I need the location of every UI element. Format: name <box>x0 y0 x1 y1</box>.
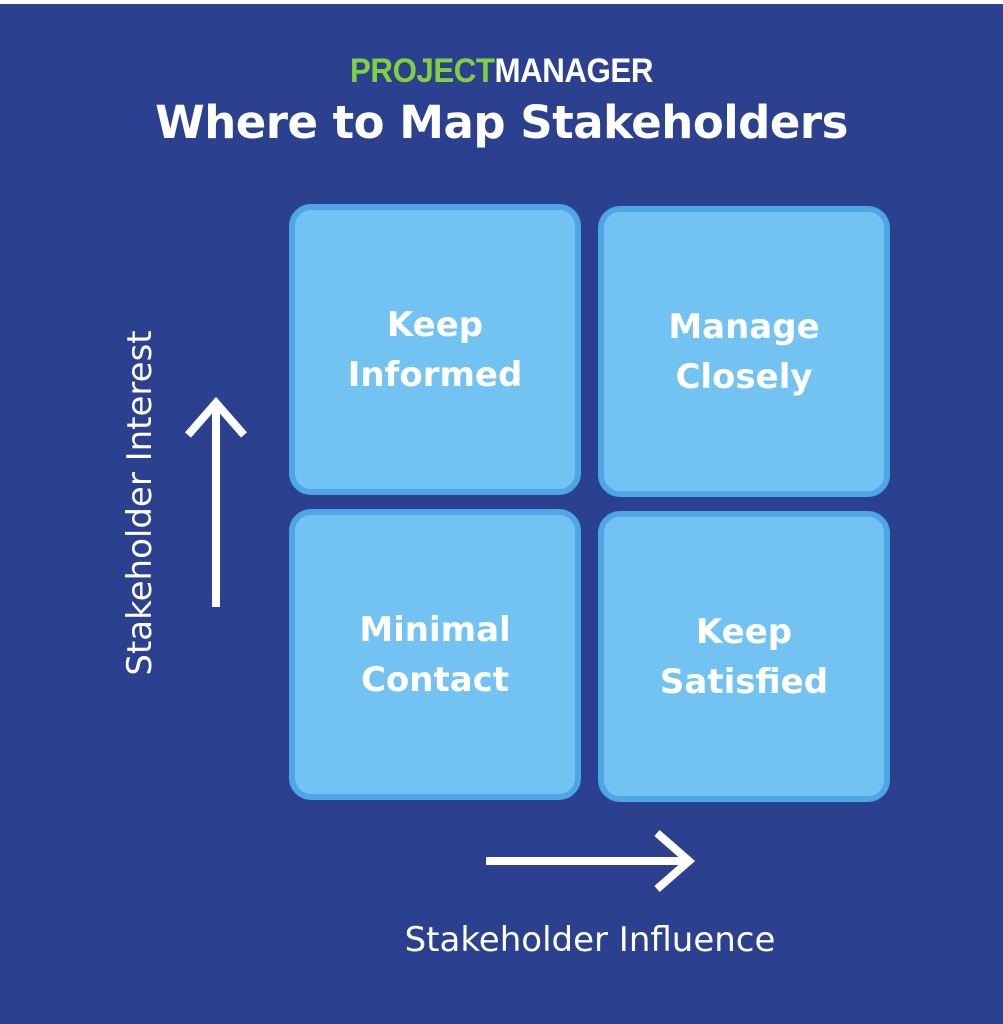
arrow-up-icon <box>184 396 248 607</box>
y-axis-label: Stakeholder Interest <box>120 330 160 676</box>
quadrant-label: Closely <box>675 356 813 397</box>
quadrant-label: Minimal <box>359 609 511 650</box>
page-title: Where to Map Stakeholders <box>155 96 848 149</box>
top-strip <box>0 0 1003 4</box>
arrow-right-icon <box>486 829 696 893</box>
quadrant-label: Contact <box>360 659 510 700</box>
x-axis-label: Stakeholder Influence <box>404 920 776 960</box>
quadrant-label: Informed <box>347 354 523 395</box>
quadrant-label: Keep <box>695 611 793 652</box>
brand-manager: MANAGER <box>494 52 654 90</box>
brand-project: PROJECT <box>350 52 495 90</box>
quadrant-label: Manage <box>668 306 820 347</box>
brand-logo: PROJECTMANAGER <box>40 52 963 91</box>
quadrant-label: Satisfied <box>659 661 829 702</box>
quadrant-label: Keep <box>386 304 484 345</box>
